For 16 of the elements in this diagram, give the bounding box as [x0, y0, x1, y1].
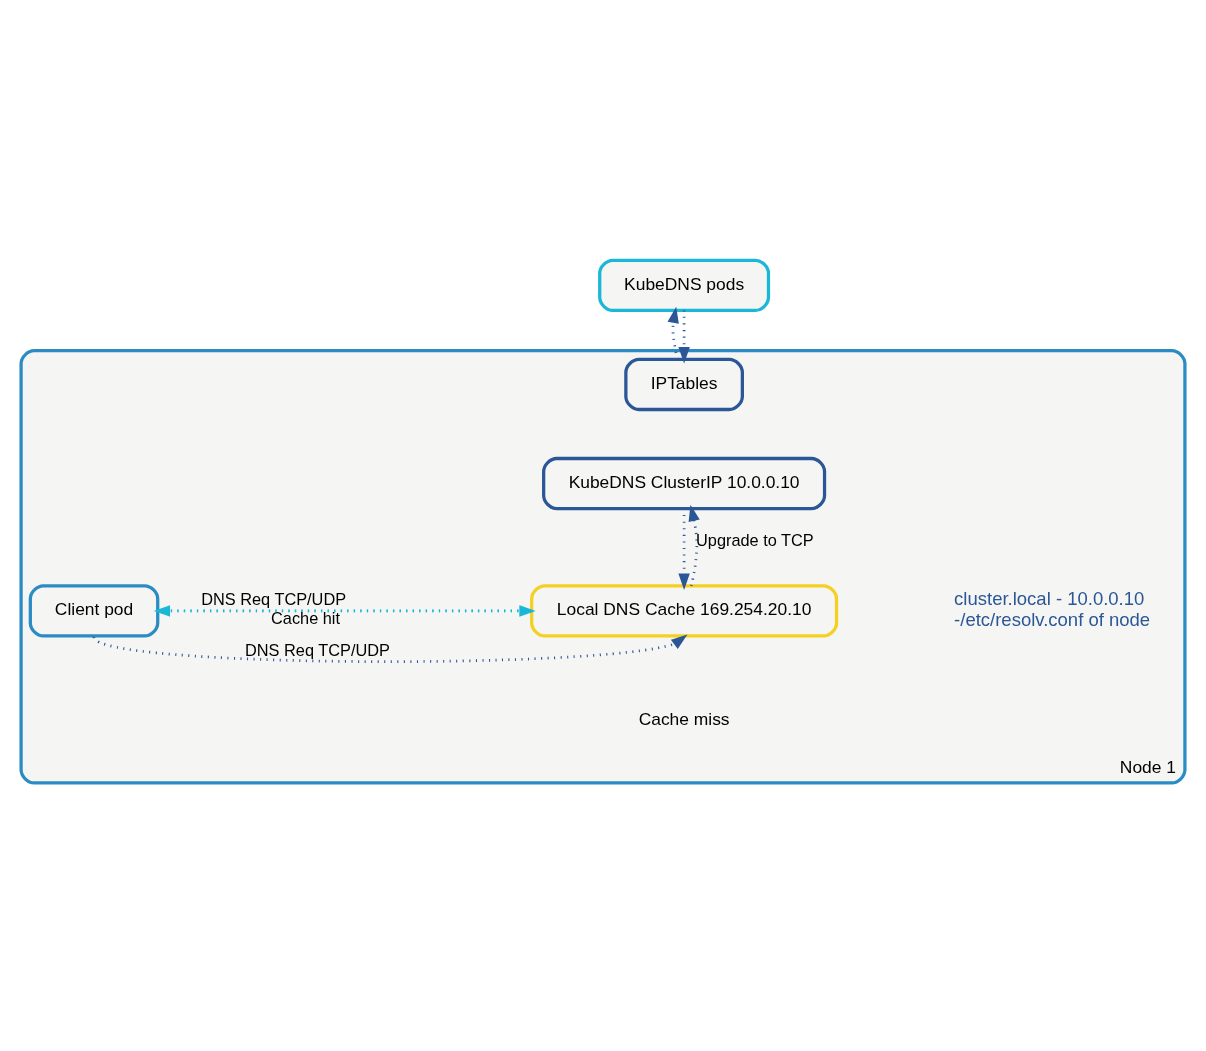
arrow — [688, 504, 700, 586]
node-label: -/etc/resolv.conf of node — [954, 608, 1151, 630]
edge-label: DNS Req TCP/UDP — [201, 589, 347, 608]
edge-label: DNS Req TCP/UDP — [245, 640, 390, 659]
label: Cache miss — [638, 708, 730, 729]
edge-label: Upgrade to TCP — [696, 530, 814, 549]
node-box: Client pod — [28, 583, 160, 638]
node-label: cluster.local - 10.0.0.10 — [954, 587, 1145, 609]
node-box: KubeDNS pods — [598, 258, 771, 312]
arrow — [667, 306, 679, 359]
edge-label: Cache hit — [271, 608, 340, 627]
node-box: Local DNS Cache 169.254.20.10 — [530, 583, 839, 638]
node-box: IPTables — [624, 357, 744, 411]
arrow — [93, 634, 688, 663]
arrow — [678, 309, 690, 363]
node-box: KubeDNS ClusterIP 10.0.0.10 — [542, 456, 827, 510]
